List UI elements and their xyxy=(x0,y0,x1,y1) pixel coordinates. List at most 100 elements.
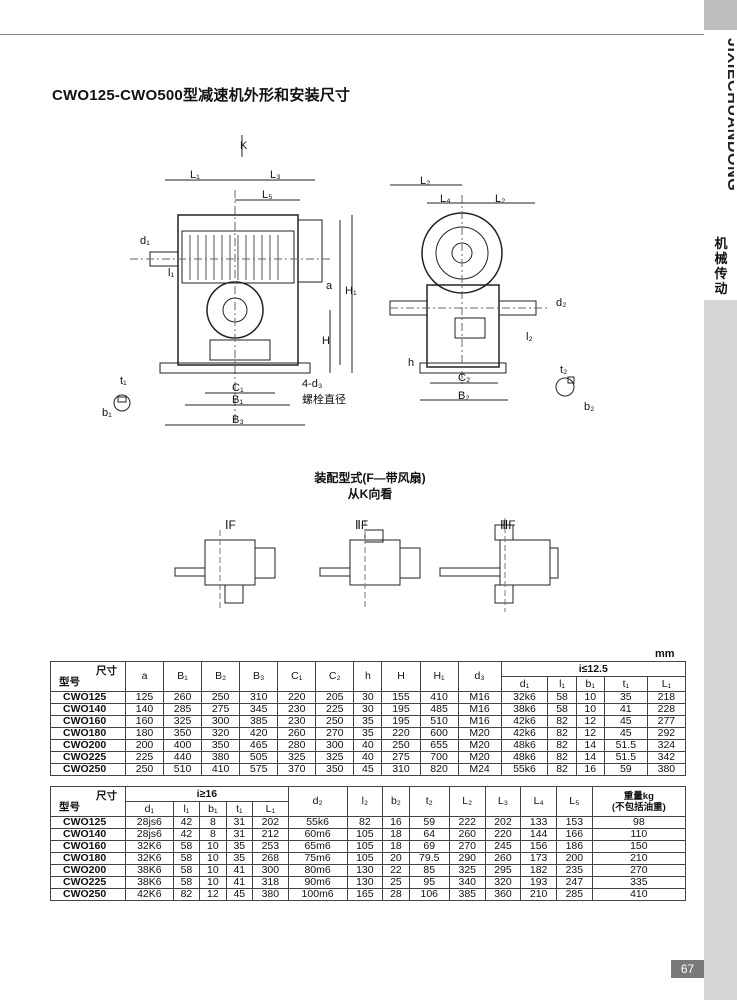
corner-top: 尺寸 xyxy=(96,664,117,677)
table-cell: 8 xyxy=(199,816,227,829)
brand-vertical-text: JIXIECHUANDONG xyxy=(706,38,737,220)
table-cell: 360 xyxy=(484,888,522,901)
label-L5: L₅ xyxy=(262,189,273,201)
table-cell: 55k6 xyxy=(500,763,549,776)
table-cell: 325 xyxy=(315,751,355,764)
view-IIIF: ⅢF xyxy=(500,518,516,532)
model-cell: CWO200 xyxy=(50,739,126,752)
label-L4: L₄ xyxy=(440,193,451,205)
table-cell: 16 xyxy=(382,816,410,829)
th-d3: d₃ xyxy=(457,661,502,692)
label-K: K xyxy=(240,140,248,152)
table-cell: 510 xyxy=(163,763,203,776)
th-B3: B₃ xyxy=(239,661,279,692)
table-cell: 575 xyxy=(239,763,279,776)
table-cell: 98 xyxy=(591,816,687,829)
table-cell: 220 xyxy=(381,727,421,740)
table-cell: 324 xyxy=(646,739,687,752)
table-cell: 318 xyxy=(252,876,289,889)
th-t1: t₁ xyxy=(603,676,648,692)
table-cell: 10 xyxy=(199,840,227,853)
table-cell: 60m6 xyxy=(287,828,348,841)
model-cell: CWO140 xyxy=(50,703,126,716)
table-cell: 410 xyxy=(419,691,459,704)
table-cell: 285 xyxy=(163,703,203,716)
table-cell: 300 xyxy=(252,864,289,877)
table-cell: 30 xyxy=(353,703,383,716)
table-cell: 220 xyxy=(484,828,522,841)
table-cell: 285 xyxy=(555,888,593,901)
table-cell: 18 xyxy=(382,840,410,853)
table-cell: 82 xyxy=(547,727,577,740)
table-cell: 195 xyxy=(381,703,421,716)
view-IIF: ⅡF xyxy=(355,518,369,532)
table-cell: 58 xyxy=(547,691,577,704)
table-cell: 12 xyxy=(575,727,605,740)
table-cell: 270 xyxy=(448,840,486,853)
table-cell: 260 xyxy=(163,691,203,704)
table-cell: 30 xyxy=(353,691,383,704)
model-cell: CWO160 xyxy=(50,840,126,853)
table-cell: 250 xyxy=(124,763,165,776)
table-cell: 22 xyxy=(382,864,410,877)
header-rule xyxy=(0,34,704,35)
table-cell: 18 xyxy=(382,828,410,841)
table-cell: 295 xyxy=(484,864,522,877)
model-cell: CWO250 xyxy=(50,888,126,901)
assembly-title-line1: 装配型式(F—带风扇) xyxy=(314,471,426,485)
table-cell: 80m6 xyxy=(287,864,348,877)
label-l1: l₁ xyxy=(168,267,175,279)
table-cell: 14 xyxy=(575,739,605,752)
table-cell: 42 xyxy=(172,816,201,829)
table-cell: 320 xyxy=(484,876,522,889)
table-cell: 32K6 xyxy=(125,852,174,865)
table-cell: 45 xyxy=(225,888,254,901)
table-cell: M16 xyxy=(457,691,502,704)
table-cell: 182 xyxy=(520,864,557,877)
table-cell: 400 xyxy=(163,739,203,752)
table-cell: 82 xyxy=(547,751,577,764)
table-cell: 180 xyxy=(124,727,165,740)
table-cell: 245 xyxy=(484,840,522,853)
table-cell: 370 xyxy=(277,763,317,776)
table-cell: 320 xyxy=(201,727,241,740)
corner-bottom-2: 型号 xyxy=(59,800,80,813)
th-b1: b₁ xyxy=(575,676,605,692)
table-cell: 410 xyxy=(591,888,687,901)
table-cell: 250 xyxy=(381,739,421,752)
table-cell: 100m6 xyxy=(287,888,348,901)
label-d3: 4-d₃ xyxy=(302,378,323,390)
table-cell: 350 xyxy=(163,727,203,740)
table-cell: 105 xyxy=(346,828,384,841)
table-cell: 58 xyxy=(547,703,577,716)
table-cell: 41 xyxy=(603,703,648,716)
table-cell: 106 xyxy=(408,888,450,901)
table-cell: 510 xyxy=(419,715,459,728)
table-cell: 350 xyxy=(315,763,355,776)
table-cell: 35 xyxy=(603,691,648,704)
label-bolt: 螺栓直径 xyxy=(302,394,346,406)
table-cell: 90m6 xyxy=(287,876,348,889)
th-weight: 重量kg (不包括油重) xyxy=(591,786,687,817)
th-group-i-ge-16: i≥16 xyxy=(125,786,289,802)
table-cell: 150 xyxy=(591,840,687,853)
corner-cell: 尺寸 型号 xyxy=(50,661,126,692)
table-cell: 280 xyxy=(277,739,317,752)
label-L1: L₁ xyxy=(190,169,200,181)
table-cell: 325 xyxy=(163,715,203,728)
table-cell: 325 xyxy=(277,751,317,764)
table-cell: 82 xyxy=(172,888,201,901)
table-cell: 350 xyxy=(201,739,241,752)
table-cell: 125 xyxy=(124,691,165,704)
sidebar-top-block xyxy=(704,0,737,30)
model-cell: CWO225 xyxy=(50,876,126,889)
table-cell: 230 xyxy=(277,703,317,716)
table-cell: 310 xyxy=(239,691,279,704)
table-cell: 310 xyxy=(381,763,421,776)
table-cell: 153 xyxy=(555,816,593,829)
table-cell: 202 xyxy=(484,816,522,829)
